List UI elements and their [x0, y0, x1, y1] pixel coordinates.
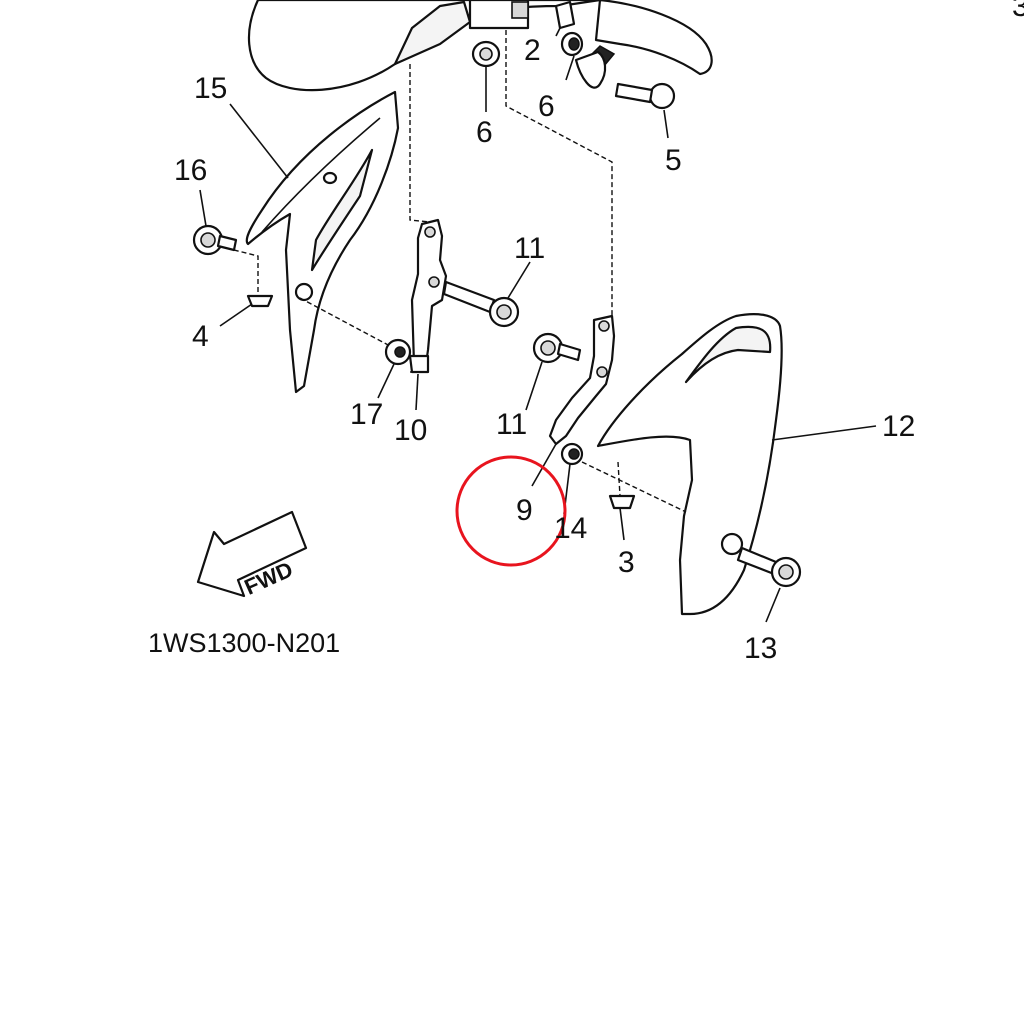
callout-17: 17 — [350, 398, 383, 431]
right-side-panel — [596, 313, 783, 616]
reference-code: 1WS1300-N201 — [148, 628, 340, 658]
callout-6-right: 6 — [538, 90, 555, 123]
callout-11-lower: 11 — [496, 408, 527, 441]
callout-15: 15 — [194, 72, 227, 105]
clip-3 — [608, 494, 636, 510]
bolt-upper — [442, 280, 520, 328]
callout-10: 10 — [394, 414, 427, 447]
callout-11-upper: 11 — [514, 232, 545, 265]
fwd-arrow-icon: FWD — [196, 510, 308, 600]
right-bracket — [548, 314, 616, 446]
center-bracket — [408, 218, 448, 374]
callout-3-corner: 3 — [1012, 0, 1024, 23]
left-side-panel — [245, 90, 400, 394]
front-fender-top — [247, 0, 713, 92]
nut-14 — [560, 442, 584, 466]
bolt-16 — [192, 224, 238, 256]
nut-17 — [384, 338, 412, 366]
highlight-circle — [455, 455, 567, 567]
callout-2: 2 — [524, 34, 541, 67]
callout-4: 4 — [192, 320, 209, 353]
callout-5: 5 — [665, 144, 682, 177]
clip-4 — [246, 294, 274, 308]
callout-16: 16 — [174, 154, 207, 187]
callout-9: 9 — [516, 494, 533, 527]
callout-12: 12 — [882, 410, 915, 443]
assembly-lines — [225, 30, 687, 513]
screw-13 — [736, 546, 802, 588]
callout-numbers: 2 3 6 6 5 15 16 11 4 17 10 11 12 9 14 3 … — [174, 0, 1024, 665]
callout-3: 3 — [618, 546, 635, 579]
bolt-lower — [532, 332, 582, 364]
callout-14: 14 — [554, 512, 587, 545]
callout-13: 13 — [744, 632, 777, 665]
callout-6-left: 6 — [476, 116, 493, 149]
